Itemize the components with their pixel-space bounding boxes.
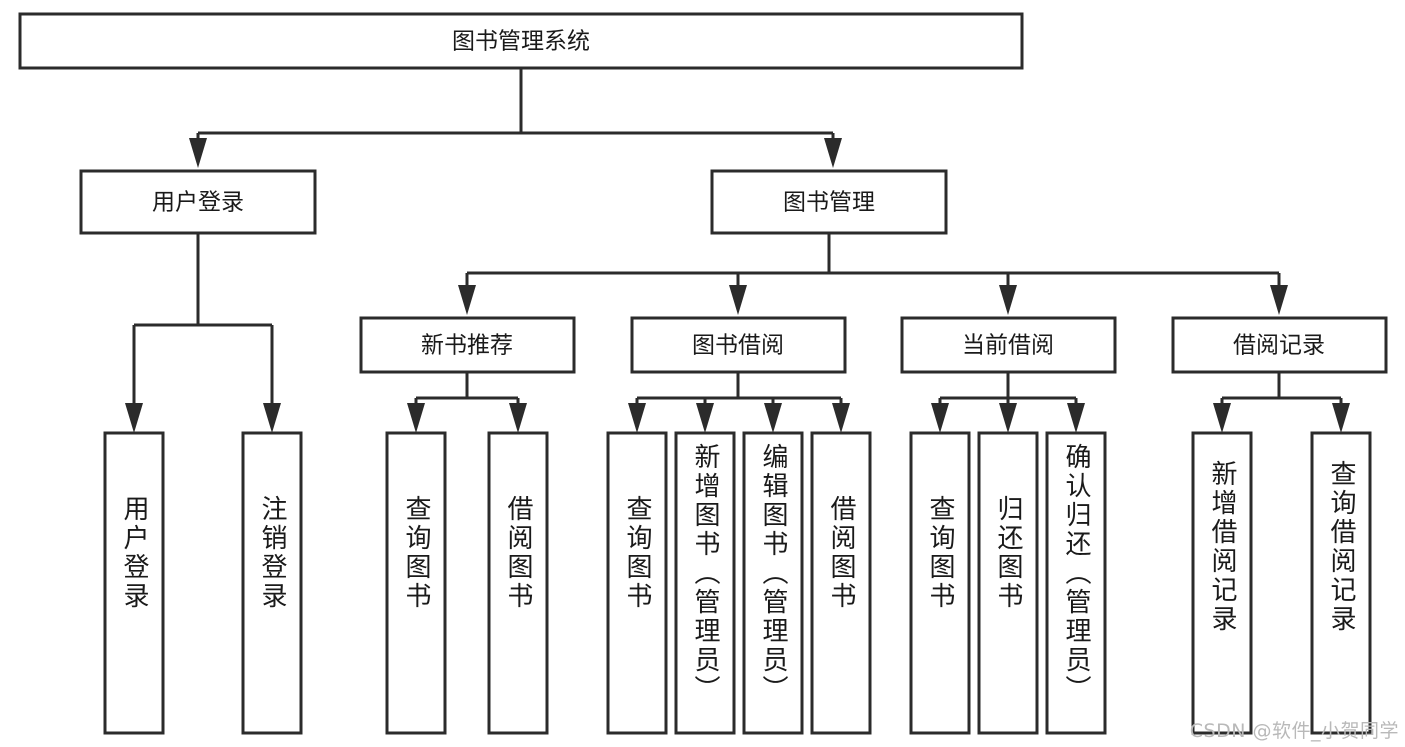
current-borrow-label: 当前借阅 bbox=[962, 333, 1054, 359]
arrow-borrow-leaf-4 bbox=[832, 403, 850, 433]
arrow-root-to-login bbox=[189, 138, 207, 168]
root-box[interactable] bbox=[18, 12, 1024, 70]
book-borrow-label: 图书借阅 bbox=[692, 333, 784, 359]
leaf-box-current-1[interactable] bbox=[909, 431, 971, 735]
arrow-manage-to-current bbox=[999, 285, 1017, 315]
leaf-box-user-login-2[interactable] bbox=[241, 431, 303, 735]
arrow-record-leaf-2 bbox=[1332, 403, 1350, 433]
arrow-borrow-leaf-1 bbox=[628, 403, 646, 433]
current-borrow-box[interactable] bbox=[900, 316, 1117, 374]
arrow-manage-to-borrow bbox=[729, 285, 747, 315]
csdn-watermark: CSDN @软件_小贺同学 bbox=[1189, 720, 1399, 742]
arrow-current-leaf-2 bbox=[999, 403, 1017, 433]
user-login-label: 用户登录 bbox=[152, 190, 244, 216]
arrow-root-to-manage bbox=[824, 138, 842, 168]
node-user-login[interactable]: 用户登录 bbox=[79, 169, 317, 235]
leaf-box-user-login-1[interactable] bbox=[103, 431, 165, 735]
node-book-manage[interactable]: 图书管理 bbox=[710, 169, 948, 235]
leaf-box-current-2[interactable] bbox=[977, 431, 1039, 735]
arrow-login-leaf-2 bbox=[263, 403, 281, 433]
leaf-box-borrow-1[interactable] bbox=[606, 431, 668, 735]
leaf-box-borrow-3[interactable] bbox=[742, 431, 804, 735]
book-manage-box[interactable] bbox=[710, 169, 948, 235]
arrow-manage-to-record bbox=[1270, 285, 1288, 315]
leaf-box-record-2[interactable] bbox=[1310, 431, 1372, 735]
arrow-newbook-leaf-1 bbox=[407, 403, 425, 433]
arrow-current-leaf-3 bbox=[1067, 403, 1085, 433]
node-borrow-record[interactable]: 借阅记录 bbox=[1171, 316, 1388, 374]
leaf-box-current-3[interactable] bbox=[1045, 431, 1107, 735]
arrow-borrow-leaf-2 bbox=[696, 403, 714, 433]
borrow-record-label: 借阅记录 bbox=[1233, 333, 1325, 359]
borrow-record-box[interactable] bbox=[1171, 316, 1388, 374]
arrow-login-leaf-1 bbox=[125, 403, 143, 433]
arrow-newbook-leaf-2 bbox=[509, 403, 527, 433]
node-book-borrow[interactable]: 图书借阅 bbox=[630, 316, 847, 374]
book-manage-label: 图书管理 bbox=[783, 190, 875, 216]
leaf-box-borrow-2[interactable] bbox=[674, 431, 736, 735]
book-borrow-box[interactable] bbox=[630, 316, 847, 374]
root-label: 图书管理系统 bbox=[452, 29, 590, 55]
node-root[interactable]: 图书管理系统 bbox=[18, 12, 1024, 70]
arrow-borrow-leaf-3 bbox=[764, 403, 782, 433]
leaf-box-borrow-4[interactable] bbox=[810, 431, 872, 735]
arrow-current-leaf-1 bbox=[931, 403, 949, 433]
new-book-recommend-box[interactable] bbox=[359, 316, 576, 374]
node-new-book-recommend[interactable]: 新书推荐 bbox=[359, 316, 576, 374]
new-book-recommend-label: 新书推荐 bbox=[421, 333, 513, 359]
arrow-manage-to-new-book bbox=[458, 285, 476, 315]
leaf-box-newbook-1[interactable] bbox=[385, 431, 447, 735]
leaf-box-record-1[interactable] bbox=[1191, 431, 1253, 735]
leaf-box-newbook-2[interactable] bbox=[487, 431, 549, 735]
node-current-borrow[interactable]: 当前借阅 bbox=[900, 316, 1117, 374]
arrow-record-leaf-1 bbox=[1213, 403, 1231, 433]
